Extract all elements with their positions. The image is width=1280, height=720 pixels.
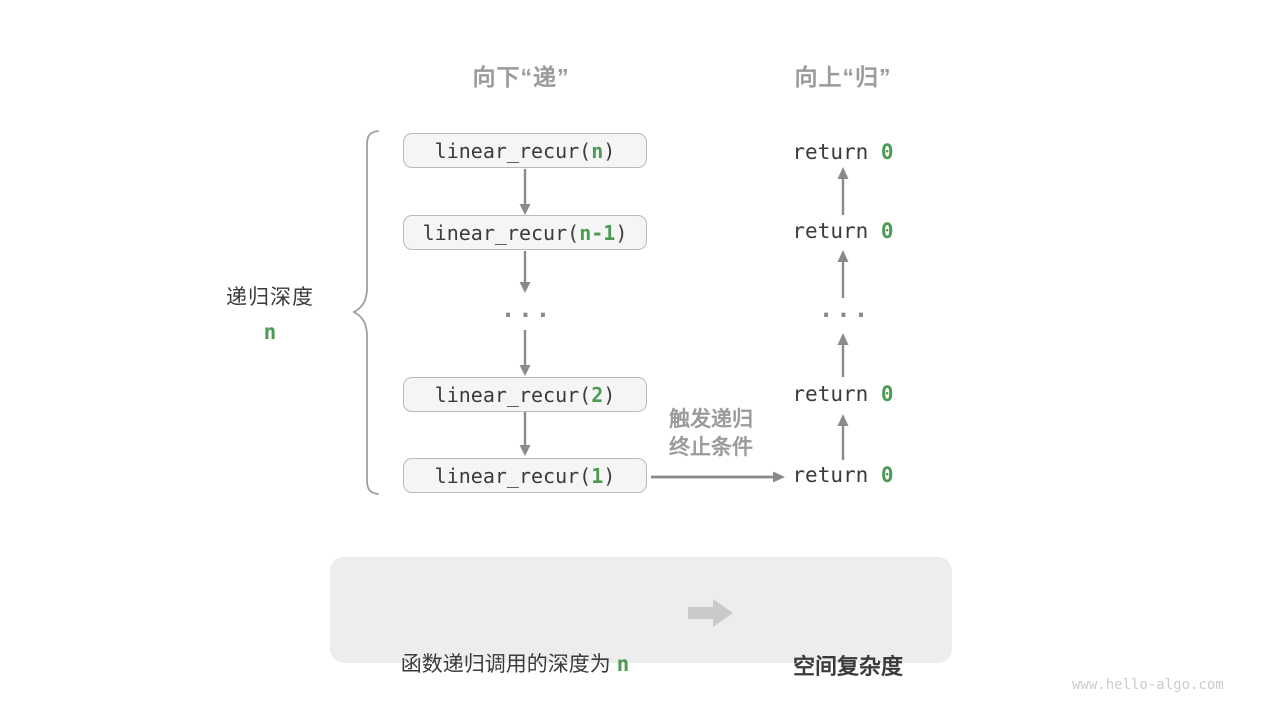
down-arrow-icon: [519, 251, 531, 293]
call-arg: 1: [591, 463, 604, 488]
descend-column-header: 向下“递”: [472, 64, 570, 90]
call-suffix: ): [615, 220, 628, 245]
return-statement: return 0: [758, 138, 928, 166]
return-value: 0: [880, 382, 894, 406]
return-value: 0: [880, 219, 894, 243]
call-prefix: linear_recur(: [434, 382, 592, 407]
complexity-summary-panel: 函数递归调用的深度为 n 共使用 O(n) 的栈帧空间 空间复杂度 线性阶 O(…: [330, 557, 952, 679]
up-arrow-icon: [837, 414, 849, 460]
return-keyword: return: [792, 140, 881, 164]
call-arg: n: [591, 138, 604, 163]
space-complexity-title: 空间复杂度: [792, 654, 903, 679]
call-suffix: ): [603, 463, 616, 488]
ascend-ellipsis: ...: [818, 295, 872, 323]
call-prefix: linear_recur(: [434, 138, 592, 163]
termination-note-line1: 触发递归: [669, 408, 753, 431]
termination-condition-note: 触发递归 终止条件: [650, 406, 772, 462]
summary-result: 空间复杂度 线性阶 O(n): [758, 572, 938, 720]
depth-brace-icon: [352, 130, 379, 495]
right-arrow-icon: [651, 471, 785, 483]
ascend-column-header: 向上“归”: [794, 64, 892, 90]
return-statement: return 0: [758, 380, 928, 408]
return-value: 0: [880, 140, 894, 164]
return-keyword: return: [792, 463, 881, 487]
call-box-1: linear_recur(1): [403, 458, 647, 493]
summary-explanation: 函数递归调用的深度为 n 共使用 O(n) 的栈帧空间: [348, 574, 682, 720]
call-suffix: ): [603, 138, 616, 163]
depth-variable: n: [616, 652, 630, 676]
down-arrow-icon: [519, 330, 531, 376]
return-keyword: return: [792, 382, 881, 406]
up-arrow-icon: [837, 167, 849, 215]
call-box-n-1: linear_recur(n-1): [403, 215, 647, 250]
return-keyword: return: [792, 219, 881, 243]
recursion-depth-label: 递归深度 n: [195, 281, 345, 344]
return-statement: return 0: [758, 461, 928, 489]
site-watermark: www.hello-algo.com: [1072, 677, 1224, 693]
call-box-2: linear_recur(2): [403, 377, 647, 412]
return-value: 0: [880, 463, 894, 487]
call-arg: n-1: [579, 220, 616, 245]
descend-ellipsis: ...: [500, 295, 554, 323]
termination-note-line2: 终止条件: [669, 436, 753, 459]
call-prefix: linear_recur(: [434, 463, 592, 488]
return-statement: return 0: [758, 217, 928, 245]
call-box-n: linear_recur(n): [403, 133, 647, 168]
implies-arrow-icon: [688, 599, 733, 627]
call-suffix: ): [603, 382, 616, 407]
up-arrow-icon: [837, 250, 849, 298]
depth-value: n: [263, 320, 277, 344]
down-arrow-icon: [519, 412, 531, 456]
call-arg: 2: [591, 382, 604, 407]
depth-label-text: 递归深度: [226, 286, 314, 309]
summary-line1: 函数递归调用的深度为 n: [400, 652, 630, 676]
down-arrow-icon: [519, 169, 531, 215]
up-arrow-icon: [837, 333, 849, 377]
call-prefix: linear_recur(: [422, 220, 580, 245]
